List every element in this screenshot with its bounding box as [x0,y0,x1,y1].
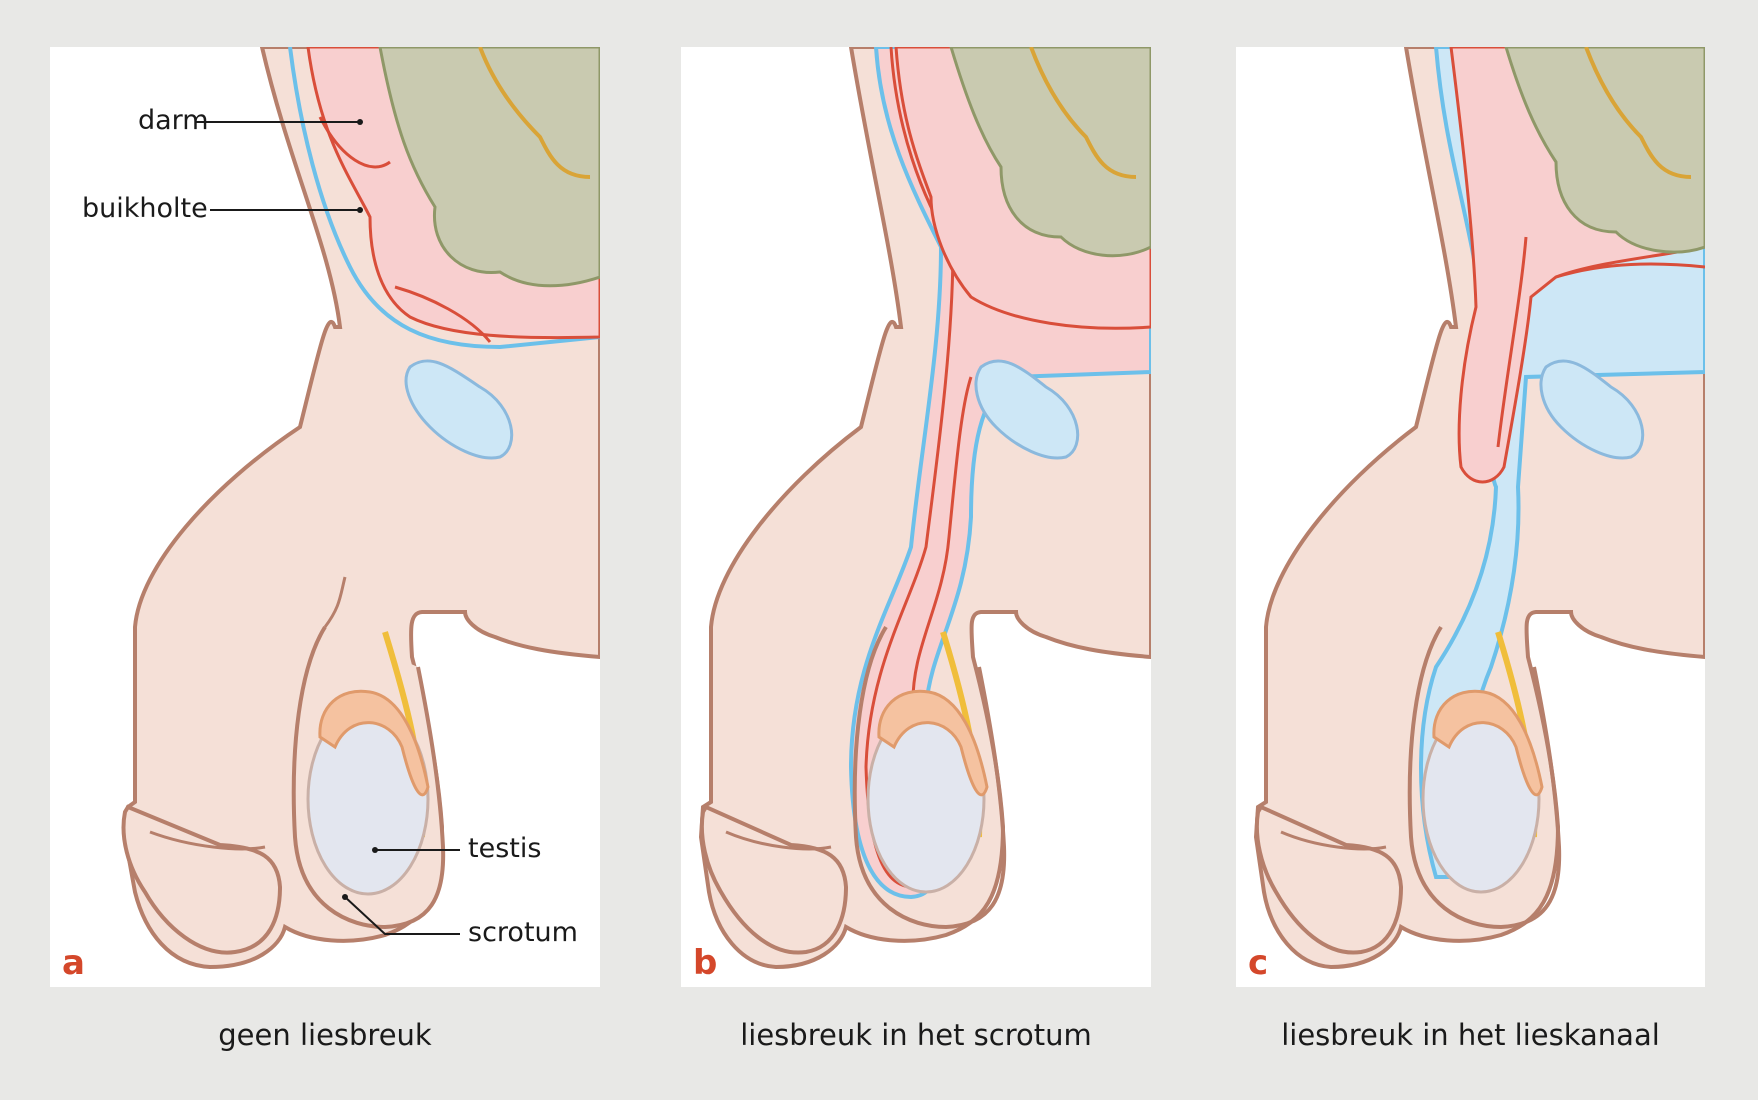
label-buikholte: buikholte [82,193,208,224]
caption-c: liesbreuk in het lieskanaal [1281,1018,1660,1052]
caption-a: geen liesbreuk [218,1018,432,1052]
label-scrotum: scrotum [468,917,578,948]
panel-c: c [1236,47,1705,987]
panel-a: darm buikholte testis scrotum a [50,47,600,987]
peritoneum [288,47,600,350]
bowel-mass [378,47,600,288]
glans [121,804,283,955]
anatomy-illustration-c [1253,47,1705,970]
label-testis: testis [468,833,542,864]
panel-letter-b: b [693,943,718,983]
panel-b: b [681,47,1151,987]
anatomy-illustration-b [698,47,1151,970]
bladder [404,359,514,460]
epididymis [318,689,430,797]
label-darm: darm [138,105,209,136]
caption-b: liesbreuk in het scrotum [740,1018,1092,1052]
panel-letter-a: a [62,943,85,983]
panel-letter-c: c [1248,943,1269,983]
anatomy-illustration-a [121,47,600,970]
